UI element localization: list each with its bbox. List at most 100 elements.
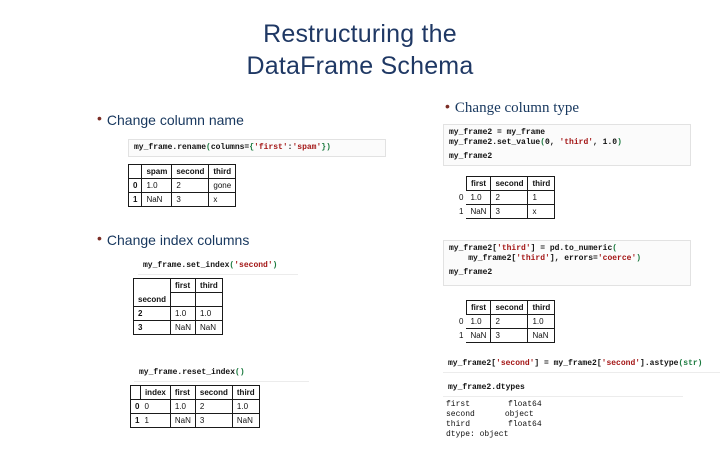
table-header-row: first third xyxy=(132,278,223,293)
col-header-first: first xyxy=(465,176,492,191)
col-header-third: third xyxy=(208,164,237,179)
code-cell-to-numeric[interactable]: my_frame2['third'] = pd.to_numeric( my_f… xyxy=(443,240,691,286)
code-cell-astype[interactable]: my_frame2['second'] = my_frame2['second'… xyxy=(443,356,720,373)
code-cell-dtypes[interactable]: my_frame2.dtypes xyxy=(443,380,683,397)
cell: 2 xyxy=(490,314,529,329)
code-string-third: 'third' xyxy=(516,254,550,263)
code-colon: : xyxy=(287,143,293,152)
cell: NaN xyxy=(231,413,260,428)
col-header-second: second xyxy=(490,176,529,191)
cell: 3 xyxy=(490,204,529,219)
table-row: 0 1.0 2 1.0 xyxy=(455,314,556,329)
code-string-spam: 'spam' xyxy=(292,143,322,152)
code-paren-close: ) xyxy=(272,261,278,270)
col-header-first: first xyxy=(465,300,492,315)
table-row: 1 NaN 3 x xyxy=(127,192,237,207)
cell: 3 xyxy=(490,328,529,343)
row-index: 1 xyxy=(127,192,143,207)
code-cell-reset-index[interactable]: my_frame.reset_index() xyxy=(134,365,309,382)
cell: 3 xyxy=(194,413,233,428)
code-string-second: 'second' xyxy=(496,359,535,368)
col-header-second: second xyxy=(490,300,529,315)
dataframe-after-numeric: first second third 0 1.0 2 1.0 1 NaN 3 N… xyxy=(455,300,556,343)
row-index: 1 xyxy=(130,413,141,428)
row-index: 0 xyxy=(459,317,464,326)
code-paren: () xyxy=(235,368,245,377)
cell: NaN xyxy=(527,328,556,343)
cell: x xyxy=(527,204,556,219)
code-text: ].astype xyxy=(640,359,679,368)
code-paren-close: ) xyxy=(617,138,622,147)
code-text: my_frame.reset_index xyxy=(139,368,236,377)
code-cell-set-index[interactable]: my_frame.set_index('second') xyxy=(138,258,298,275)
code-line-3: my_frame2 xyxy=(449,152,493,161)
dataframe-after-setvalue: first second third 0 1.0 2 1 1 NaN 3 x xyxy=(455,176,556,219)
col-header-third: third xyxy=(195,278,223,293)
col-header-blank xyxy=(127,164,143,179)
cell: NaN xyxy=(169,413,196,428)
table-row: 2 1.0 1.0 xyxy=(132,306,223,321)
code-brace: { xyxy=(249,143,255,152)
code-text: my_frame.set_index xyxy=(143,261,230,270)
cell: 1.0 xyxy=(466,314,492,329)
row-index: 1 xyxy=(459,331,464,340)
col-header-second: second xyxy=(171,164,210,179)
row-index: 0 xyxy=(130,399,141,414)
cell: 2 xyxy=(171,178,210,193)
cell: NaN xyxy=(466,328,492,343)
cell: 1.0 xyxy=(169,399,196,414)
table-header-row: spam second third xyxy=(127,164,237,179)
table-row: 1 NaN 3 NaN xyxy=(455,328,556,343)
col-header-spam: spam xyxy=(141,164,173,179)
code-kwarg: columns= xyxy=(210,143,250,152)
cell: 2 xyxy=(194,399,233,414)
bullet-change-index-columns: • Change index columns xyxy=(97,231,249,248)
row-index: 2 xyxy=(132,306,172,321)
cell: 1 xyxy=(140,413,171,428)
code-string-second: 'second' xyxy=(234,261,273,270)
code-line-3: my_frame2 xyxy=(449,268,493,277)
cell: 1.0 xyxy=(527,314,556,329)
code-cell-rename[interactable]: my_frame.rename(columns={'first':'spam'}… xyxy=(128,139,386,157)
title-line-1: Restructuring the xyxy=(263,20,457,48)
code-string-third: 'third' xyxy=(497,244,531,253)
bullet-label: Change column name xyxy=(106,112,244,128)
dtype-row-first-name: first xyxy=(446,400,471,409)
dataframe-reset-index-output: index first second third 0 0 1.0 2 1.0 1… xyxy=(130,385,260,428)
dtype-row-second-value: object xyxy=(504,410,534,419)
table-row: 0 1.0 2 1 xyxy=(455,190,556,205)
cell: 3 xyxy=(171,192,210,207)
code-cell-set-value[interactable]: my_frame2 = my_frame my_frame2.set_value… xyxy=(443,124,691,166)
code-text: my_frame.rename xyxy=(134,143,207,152)
bullet-change-column-type: • Change column type xyxy=(445,99,579,116)
code-arg-rest: , 1.0 xyxy=(593,138,618,147)
cell: gone xyxy=(208,178,237,193)
code-paren-close: ) xyxy=(697,359,703,368)
cell: 1.0 xyxy=(195,306,223,321)
col-header-blank xyxy=(130,385,141,400)
code-paren-close: ) xyxy=(326,143,331,152)
code-builtin-str: str xyxy=(683,359,698,368)
code-string-third: 'third' xyxy=(559,138,594,147)
table-row: 1 1 NaN 3 NaN xyxy=(130,413,260,428)
cell: 1.0 xyxy=(170,306,197,321)
code-string-second: 'second' xyxy=(601,359,641,368)
table-header-row: index first second third xyxy=(130,385,260,400)
code-line-1: my_frame2 = my_frame xyxy=(449,128,546,137)
code-text: my_frame2.dtypes xyxy=(448,383,525,392)
cell: NaN xyxy=(466,204,492,219)
col-header-index: index xyxy=(139,385,171,400)
col-header-first: first xyxy=(169,385,196,400)
col-header-third: third xyxy=(527,176,556,191)
code-text: ] = my_frame2[ xyxy=(534,359,602,368)
table-row: 3 NaN NaN xyxy=(132,320,223,335)
bullet-change-column-name: • Change column name xyxy=(97,111,244,128)
cell: 1.0 xyxy=(466,190,492,205)
cell xyxy=(195,292,223,307)
cell: NaN xyxy=(141,192,173,207)
col-header-blank xyxy=(455,301,466,315)
table-header-row: first second third xyxy=(455,176,556,191)
cell: 1 xyxy=(527,190,556,205)
